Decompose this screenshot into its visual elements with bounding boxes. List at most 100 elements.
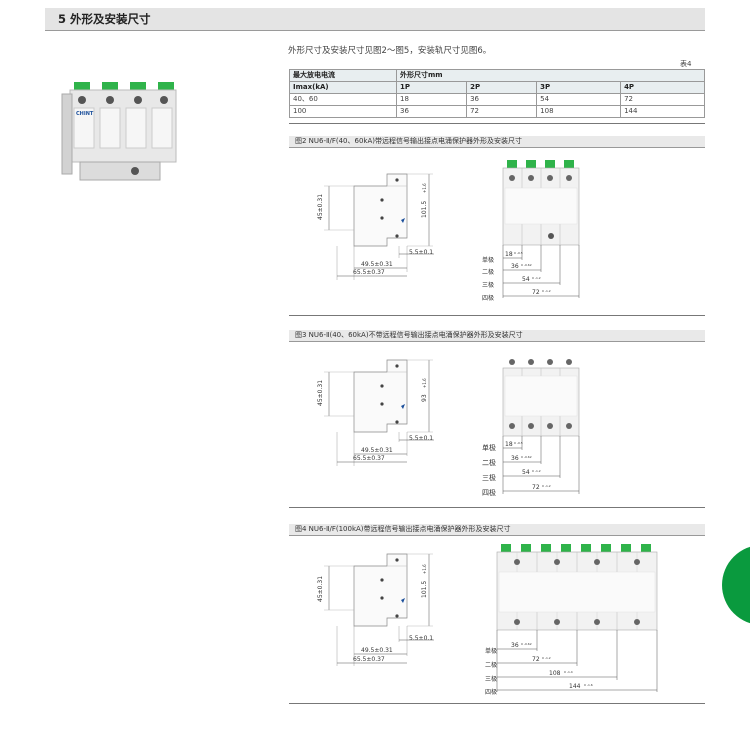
product-brand-text: CHINT: [76, 111, 94, 117]
width-1p: 36: [511, 642, 519, 649]
dim-total: 101.5: [421, 201, 428, 218]
cell-value: 72: [620, 93, 705, 106]
dim-clip: 5.5±0.1: [409, 635, 433, 642]
dim-depth: 65.5±0.37: [353, 455, 385, 462]
product-photo: CHINT: [61, 82, 177, 181]
cell-imax: 40、60: [289, 93, 397, 106]
cell-value: 18: [395, 93, 468, 106]
cell-value: 108: [536, 105, 622, 118]
pole-label-2: 二极: [482, 458, 496, 467]
pole-label-3: 三极: [482, 281, 494, 289]
side-view: [324, 359, 434, 466]
side-view: [324, 173, 434, 280]
front-view: [502, 359, 580, 437]
section-header: 5 外形及安装尺寸: [45, 8, 705, 31]
section-title: 5 外形及安装尺寸: [58, 12, 151, 26]
table-header-row: 最大放电电流 外形尺寸mm: [289, 69, 705, 82]
front-view: [502, 160, 580, 246]
width-4p: 72: [532, 484, 540, 491]
side-view: [324, 553, 434, 666]
figure-2-caption-text: 图2 NU6-Ⅱ/F(40、60kA)带远程信号输出接点电涌保护器外形及安装尺寸: [295, 137, 522, 145]
width-3p: 54: [522, 276, 530, 283]
spec-table: 最大放电电流 外形尺寸mm Imax(kA) 1P 2P 3P 4P 40、60…: [289, 69, 705, 118]
col-imax-header: 最大放电电流: [289, 69, 397, 82]
pole-label-4: 四极: [482, 294, 494, 302]
cell-value: 54: [536, 93, 622, 106]
pole-label-2: 二极: [485, 661, 497, 669]
table-subheader-row: Imax(kA) 1P 2P 3P 4P: [289, 81, 705, 94]
dim-base: 49.5±0.31: [361, 647, 393, 654]
width-2p-tol: 0 -0.62: [521, 263, 532, 267]
table-number: 表4: [680, 60, 692, 68]
pole-label-4: 四极: [482, 488, 496, 497]
col-pole-2p: 2P: [466, 81, 538, 94]
pole-label-2: 二极: [482, 268, 494, 276]
intro-text: 外形尺寸及安装尺寸见图2～图5，安装轨尺寸见图6。: [288, 46, 492, 56]
width-2p: 36: [511, 455, 519, 462]
col-group-header: 外形尺寸mm: [396, 69, 705, 82]
dim-depth: 65.5±0.37: [353, 269, 385, 276]
page-edge-tab: [722, 545, 750, 625]
dim-total-tol: +1.6: [422, 183, 427, 193]
figure-2-drawing: 45±0.31 101.5 +1.6 5.5±0.1 49.5±0.31 65.…: [317, 160, 580, 302]
width-4p-tol: 0 -1.6: [584, 683, 593, 687]
figure-4-caption: 图4 NU6-Ⅱ/F(100kA)带远程信号输出接点电涌保护器外形及安装尺寸: [289, 524, 705, 536]
dim-height: 45±0.31: [317, 380, 324, 406]
dim-clip: 5.5±0.1: [409, 249, 433, 256]
figure-2-rule: [289, 315, 705, 316]
width-3p-tol: 0 -1.2: [532, 276, 541, 280]
width-2p: 72: [532, 656, 540, 663]
figure-3-caption-text: 图3 NU6-Ⅱ(40、60kA)不带远程信号输出接点电涌保护器外形及安装尺寸: [295, 331, 523, 339]
figure-3-caption: 图3 NU6-Ⅱ(40、60kA)不带远程信号输出接点电涌保护器外形及安装尺寸: [289, 330, 705, 342]
dim-height: 45±0.31: [317, 576, 324, 602]
figure-4-rule: [289, 703, 705, 704]
dim-depth: 65.5±0.37: [353, 656, 385, 663]
width-2p-tol: 0 -0.62: [521, 455, 532, 459]
dim-base: 49.5±0.31: [361, 447, 393, 454]
table-bottom-rule: [289, 123, 705, 124]
table-row: 100 36 72 108 144: [289, 105, 705, 118]
dim-total: 101.5: [421, 581, 428, 598]
width-2p-tol: 0 -1.2: [542, 656, 551, 660]
front-view: [496, 544, 658, 631]
width-2p: 36: [511, 263, 519, 270]
col-pole-3p: 3P: [536, 81, 622, 94]
cell-value: 36: [395, 105, 468, 118]
figure-4-drawing: 45±0.31 101.5 +1.6 5.5±0.1 49.5±0.31 65.…: [317, 544, 658, 696]
dim-total: 93: [421, 394, 428, 402]
figure-3-drawing: 45±0.31 93 +1.6 5.5±0.1 49.5±0.31 65.5±0…: [317, 359, 580, 497]
width-3p-tol: 0 -1.2: [532, 469, 541, 473]
dim-total-tol: +1.6: [422, 378, 427, 388]
dim-total-tol: +1.6: [422, 564, 427, 574]
width-3p: 108: [549, 670, 561, 677]
figure-2-caption: 图2 NU6-Ⅱ/F(40、60kA)带远程信号输出接点电涌保护器外形及安装尺寸: [289, 136, 705, 148]
figure-4-caption-text: 图4 NU6-Ⅱ/F(100kA)带远程信号输出接点电涌保护器外形及安装尺寸: [295, 525, 511, 533]
width-4p-tol: 0 -1.2: [542, 289, 551, 293]
figure-3-rule: [289, 507, 705, 508]
width-3p-tol: 0 -1.4: [564, 670, 573, 674]
dim-clip: 5.5±0.1: [409, 435, 433, 442]
width-4p: 144: [569, 683, 581, 690]
width-1p-tol: 0 -0.5: [514, 251, 523, 255]
table-row: 40、60 18 36 54 72: [289, 93, 705, 106]
width-1p-tol: 0 -0.62: [521, 642, 532, 646]
pole-label-3: 三极: [485, 675, 497, 683]
width-4p: 72: [532, 289, 540, 296]
width-1p: 18: [505, 441, 513, 448]
cell-value: 36: [466, 93, 538, 106]
dim-base: 49.5±0.31: [361, 261, 393, 268]
width-3p: 54: [522, 469, 530, 476]
width-1p: 18: [505, 251, 513, 258]
col-imax-header2: Imax(kA): [289, 81, 397, 94]
dim-height: 45±0.31: [317, 194, 324, 220]
width-4p-tol: 0 -1.2: [542, 484, 551, 488]
pole-label-1: 单极: [485, 647, 497, 655]
pole-label-1: 单极: [482, 443, 496, 452]
width-1p-tol: 0 -0.5: [514, 441, 523, 445]
cell-value: 144: [620, 105, 705, 118]
cell-value: 72: [466, 105, 538, 118]
pole-label-3: 三极: [482, 473, 496, 482]
cell-imax: 100: [289, 105, 397, 118]
pole-label-4: 四极: [485, 688, 497, 696]
col-pole-1p: 1P: [395, 81, 468, 94]
